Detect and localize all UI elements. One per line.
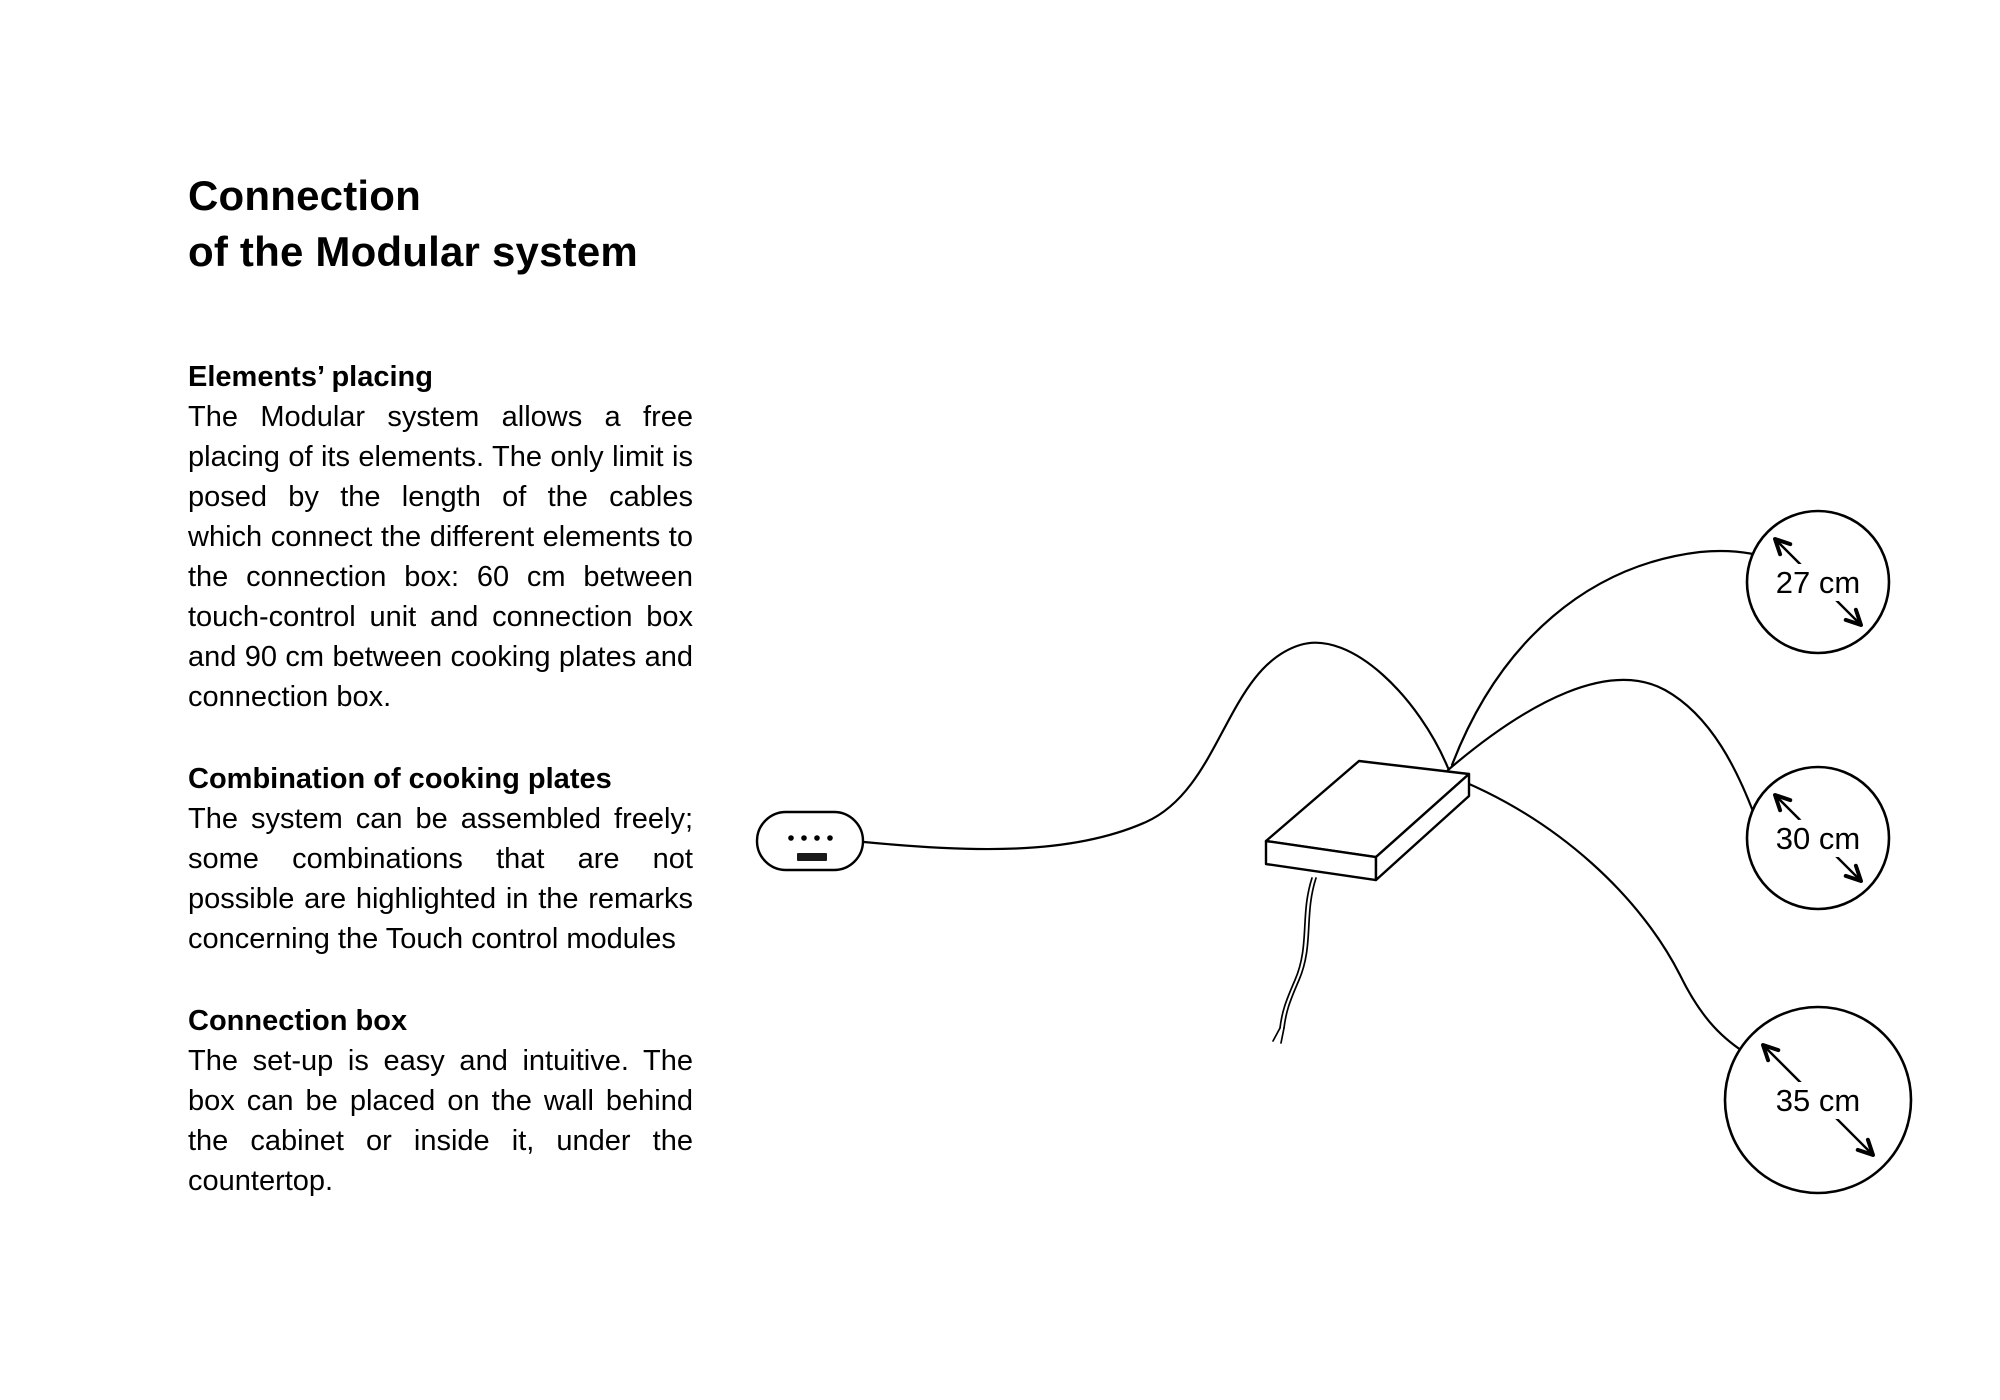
diameter-arrow-27cm (1773, 537, 1863, 627)
section-elements-placing: Elements’ placing The Modular system all… (188, 357, 693, 717)
plate-label-30cm: 30 cm (1776, 821, 1860, 856)
power-cable (1272, 877, 1317, 1044)
cable-to-30cm-plate (1446, 678, 1756, 816)
touch-dot (788, 835, 794, 841)
section-heading: Combination of cooking plates (188, 762, 612, 795)
text-column: Connection of the Modular system Elements… (188, 168, 693, 1201)
section-body: The set-up is easy and intuitive. The bo… (188, 1044, 693, 1197)
touch-dot (827, 835, 833, 841)
section-body: The Modular system allows a free placing… (188, 400, 693, 713)
section-combination: Combination of cooking plates The system… (188, 759, 693, 959)
touch-unit-logo-smudge (797, 853, 827, 861)
plate-circle-35cm: 35 cm (1723, 1005, 1913, 1195)
plate-circle-30cm: 30 cm (1745, 765, 1891, 911)
touch-dot (814, 835, 820, 841)
cable-to-35cm-plate (1443, 772, 1752, 1058)
plate-circle-27cm: 27 cm (1745, 509, 1891, 655)
section-heading: Elements’ placing (188, 360, 433, 393)
connection-box (1264, 759, 1471, 882)
diameter-arrow-35cm (1761, 1043, 1875, 1157)
connection-box-side (1374, 772, 1471, 882)
page-title-line1: Connection (188, 172, 421, 219)
page-title-line2: of the Modular system (188, 228, 638, 276)
section-connection-box: Connection box The set-up is easy and in… (188, 1001, 693, 1201)
diameter-arrow-30cm (1773, 793, 1863, 883)
section-heading: Connection box (188, 1004, 408, 1037)
touch-control-unit-body (755, 810, 865, 872)
page-title: Connection of the Modular system (188, 168, 693, 281)
plate-label-27cm: 27 cm (1776, 565, 1860, 600)
touch-dot (801, 835, 807, 841)
cable-touch-to-box (862, 641, 1450, 851)
section-body: The system can be assembled freely; some… (188, 802, 693, 955)
touch-control-unit (755, 810, 865, 872)
plate-label-35cm: 35 cm (1776, 1083, 1860, 1118)
cable-to-27cm-plate (1450, 549, 1782, 767)
